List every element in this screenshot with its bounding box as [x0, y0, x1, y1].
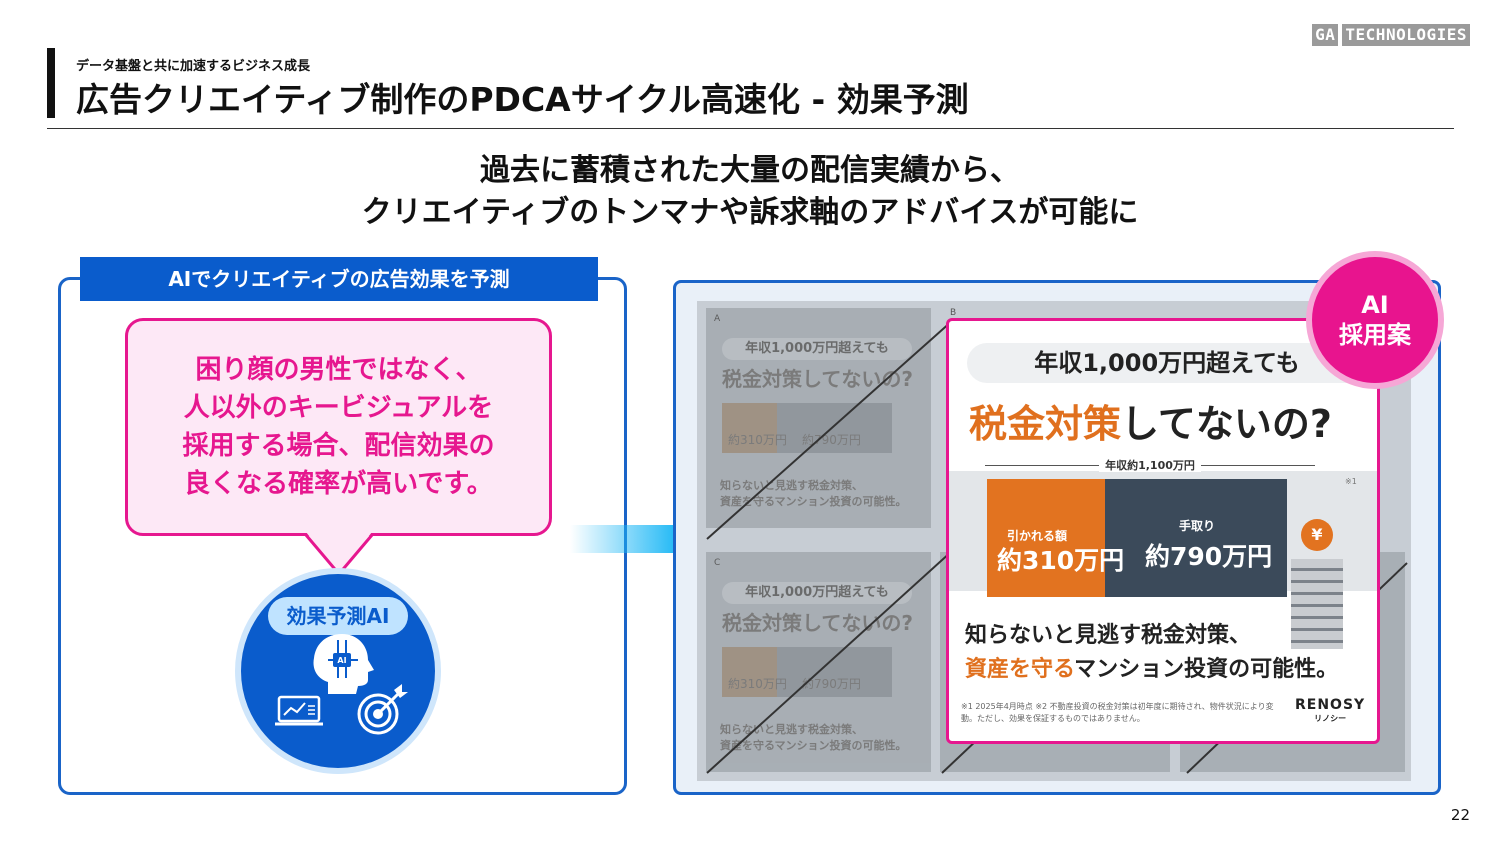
creative-a-head: 年収1,000万円超えても	[722, 338, 912, 360]
ai-chip-label: AI	[337, 656, 346, 665]
creative-c-band: 約310万円 約790万円	[722, 647, 892, 697]
featured-head: 年収1,000万円超えても	[967, 343, 1367, 383]
logo-part-technologies: TECHNOLOGIES	[1342, 24, 1470, 46]
target-icon	[357, 684, 408, 735]
slide-title: 広告クリエイティブ制作のPDCAサイクル高速化 - 効果予測	[76, 80, 969, 119]
creative-a-title: 税金対策してないの?	[722, 367, 914, 391]
prediction-ai-label: 効果予測AI	[268, 597, 408, 635]
yen-coin-icon: ¥	[1301, 519, 1333, 551]
creative-a-footer: 知らないと見逃す税金対策、 資産を守るマンション投資の可能性。	[720, 479, 907, 508]
creative-c-deduct: 約310万円	[728, 677, 787, 691]
brand-sub: リノシー	[1314, 714, 1347, 723]
advice-text: 困り顔の男性ではなく、 人以外のキービジュアルを 採用する場合、配信効果の 良く…	[182, 355, 495, 499]
headline-line-1: 過去に蓄積された大量の配信実績から、	[480, 153, 1020, 188]
ai-adopted-badge: AI 採用案	[1306, 251, 1444, 389]
featured-disclaimer: ※1 2025年4月時点 ※2 不動産投資の税金対策は初年度に期待され、物件状況…	[961, 702, 1274, 723]
headline: 過去に蓄積された大量の配信実績から、 クリエイティブのトンマナや訴求軸のアドバイ…	[0, 150, 1500, 234]
logo-part-ga: GA	[1312, 24, 1339, 46]
featured-footer-line-2: 資産を守るマンション投資の可能性。	[965, 651, 1338, 683]
ai-prediction-panel-title: AIでクリエイティブの広告効果を予測	[80, 257, 598, 301]
deduction-band	[987, 479, 1105, 597]
creative-c-head: 年収1,000万円超えても	[722, 582, 912, 604]
creative-a-band: 約310万円 約790万円	[722, 403, 892, 453]
creative-c-letter: C	[714, 558, 721, 568]
deduction-value: 約310万円	[997, 546, 1125, 575]
income-label: 年収約1,100万円	[1099, 459, 1201, 472]
title-accent-bar	[47, 48, 55, 118]
net-label: 手取り	[1179, 519, 1216, 533]
creative-b-letter: B	[950, 308, 957, 318]
income-note-mark: ※1	[1345, 477, 1357, 486]
creative-a: A 年収1,000万円超えても 税金対策してないの? 約310万円 約790万円…	[706, 308, 931, 528]
featured-title: 税金対策してないの?	[969, 393, 1332, 448]
featured-footer-rest: マンション投資の可能性。	[1074, 657, 1339, 682]
headline-line-2: クリエイティブのトンマナや訴求軸のアドバイスが可能に	[361, 195, 1139, 230]
title-divider	[47, 128, 1454, 129]
featured-title-rest: してないの?	[1121, 402, 1332, 446]
deduction-label: 引かれる額	[1007, 529, 1068, 543]
creative-c-footer: 知らないと見逃す税金対策、 資産を守るマンション投資の可能性。	[720, 723, 907, 752]
slide-subtitle: データ基盤と共に加速するビジネス成長	[76, 59, 311, 74]
laptop-chart-icon	[275, 695, 323, 726]
renosy-logo: RENOSY リノシー	[1295, 697, 1365, 724]
featured-creative-b: 年収1,000万円超えても 税金対策してないの? 年収約1,100万円 ※1 引…	[946, 318, 1380, 744]
featured-title-highlight: 税金対策	[969, 402, 1122, 446]
featured-footer-line-1: 知らないと見逃す税金対策、	[965, 623, 1252, 648]
creative-c: C 年収1,000万円超えても 税金対策してないの? 約310万円 約790万円…	[706, 552, 931, 772]
creative-a-net: 約790万円	[802, 433, 861, 447]
creative-a-deduct: 約310万円	[728, 433, 787, 447]
creative-a-letter: A	[714, 314, 721, 324]
page-number: 22	[1450, 806, 1470, 824]
company-logo: GA TECHNOLOGIES	[1312, 24, 1470, 46]
ai-brain-head-icon: AI	[313, 634, 374, 694]
advice-speech-bubble: 困り顔の男性ではなく、 人以外のキービジュアルを 採用する場合、配信効果の 良く…	[125, 318, 552, 536]
net-value: 約790万円	[1145, 542, 1273, 571]
featured-footer-highlight: 資産を守る	[965, 657, 1075, 682]
creative-c-net: 約790万円	[802, 677, 861, 691]
brand-name: RENOSY	[1295, 697, 1366, 713]
building-icon	[1291, 559, 1343, 649]
